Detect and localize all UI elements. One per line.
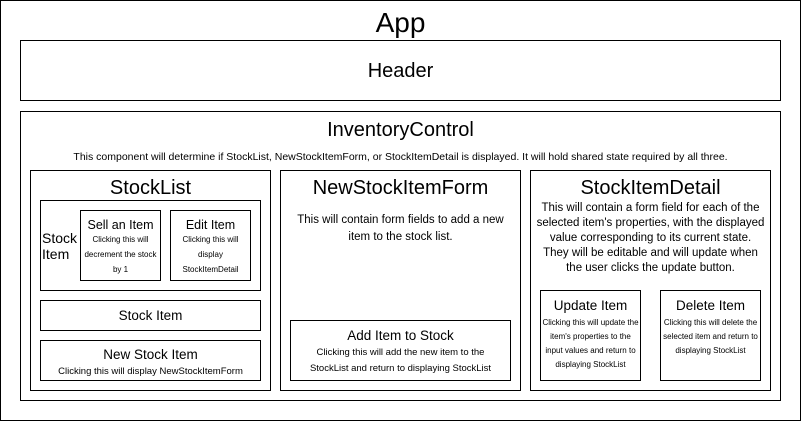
update-item-title: Update Item	[553, 298, 628, 313]
stock-item-detail-desc-line2: selected item's properties, with the dis…	[536, 217, 765, 229]
new-stock-item-form-title: NewStockItemForm	[312, 177, 489, 199]
edit-item-desc-line2: display	[198, 250, 223, 259]
stock-item-label-line1: Stock	[42, 230, 78, 246]
update-item-desc-line4: displaying StockList	[555, 360, 626, 369]
stock-item-detail-desc-line1: This will contain a form field for each …	[541, 202, 760, 214]
delete-item-desc-line2: selected item and return to	[663, 332, 758, 341]
stock-item-detail-desc-line3: value corresponding to its current state…	[549, 232, 752, 244]
add-item-title: Add Item to Stock	[347, 328, 454, 343]
stock-item-label: Stock Item	[42, 230, 77, 262]
add-item-button[interactable]: Add Item to Stock Clicking this will add…	[290, 320, 511, 381]
sell-item-desc-line2: decrement the stock	[84, 250, 157, 259]
new-stock-item-button[interactable]: New Stock Item Clicking this will displa…	[40, 340, 261, 381]
stock-item-row[interactable]: Stock Item	[40, 300, 261, 331]
stock-item-detail-title: StockItemDetail	[580, 177, 721, 199]
sell-item-desc-line1: Clicking this will	[92, 235, 149, 244]
new-stock-item-desc: Clicking this will display NewStockItemF…	[58, 366, 243, 377]
stock-item-detail-desc-line5: the user clicks the update button.	[566, 262, 735, 274]
new-stock-item-form-desc-line2: item to the stock list.	[348, 231, 453, 243]
stock-item-row-title: Stock Item	[118, 308, 183, 323]
header-title: Header	[367, 60, 434, 82]
edit-item-button[interactable]: Edit Item Clicking this will display Sto…	[170, 210, 251, 281]
edit-item-title: Edit Item	[185, 218, 236, 232]
inventory-control-description: This component will determine if StockLi…	[73, 151, 728, 163]
update-item-desc-line1: Clicking this will update the	[542, 318, 639, 327]
update-item-desc-line3: input values and return to	[545, 346, 636, 355]
add-item-desc-line2: StockList and return to displaying Stock…	[309, 363, 492, 374]
add-item-desc-line1: Clicking this will add the new item to t…	[316, 347, 485, 358]
delete-item-desc-line1: Clicking this will delete the	[663, 318, 758, 327]
inventory-control-title: InventoryControl	[327, 119, 474, 141]
delete-item-button[interactable]: Delete Item Clicking this will delete th…	[660, 290, 761, 381]
new-stock-item-form-desc-line1: This will contain form fields to add a n…	[297, 214, 504, 226]
stock-list-title: StockList	[109, 177, 192, 199]
new-stock-item-title: New Stock Item	[103, 347, 198, 362]
edit-item-desc-line1: Clicking this will	[182, 235, 239, 244]
stock-item-detail-desc-line4: They will be editable and will update wh…	[543, 247, 758, 259]
update-item-button[interactable]: Update Item Clicking this will update th…	[540, 290, 641, 381]
delete-item-title: Delete Item	[675, 298, 746, 313]
edit-item-desc-line3: StockItemDetail	[182, 265, 239, 274]
stock-item-label-line2: Item	[42, 246, 70, 263]
header-box: Header	[20, 40, 781, 101]
update-item-desc-line2: item's properties to the	[550, 332, 631, 341]
app-title: App	[375, 7, 426, 38]
sell-item-title: Sell an Item	[87, 218, 154, 232]
sell-item-desc-line3: by 1	[112, 265, 129, 274]
delete-item-desc-line3: displaying StockList	[675, 346, 746, 355]
sell-item-button[interactable]: Sell an Item Clicking this will decremen…	[80, 210, 161, 281]
